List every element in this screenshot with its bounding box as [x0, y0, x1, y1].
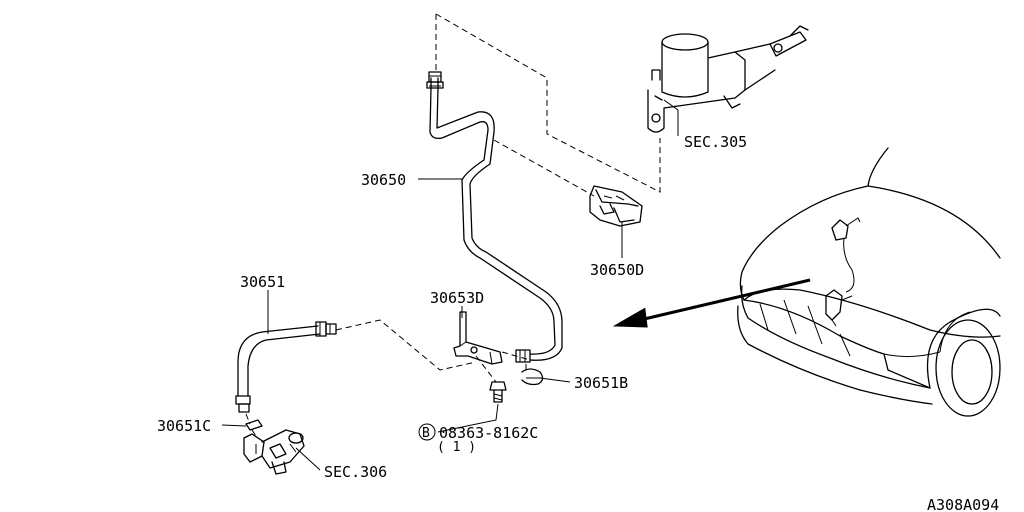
label-30651c: 30651C	[157, 417, 211, 435]
label-30653d: 30653D	[430, 289, 484, 307]
label-30650d: 30650D	[590, 261, 644, 279]
label-30651b: 30651B	[574, 374, 628, 392]
clip-30651c	[245, 419, 263, 431]
label-bolt-part-number: 08363-8162C	[439, 424, 538, 442]
clutch-pipe-30650	[426, 71, 563, 363]
bolt-08363-8162c	[489, 381, 507, 403]
label-sec-306: SEC.306	[324, 463, 387, 481]
clutch-operating-cylinder	[243, 429, 305, 475]
location-arrow	[612, 278, 811, 328]
label-sec-305: SEC.305	[684, 133, 747, 151]
clutch-master-cylinder	[647, 25, 809, 133]
bolt-callout: B 08363-8162C ( 1 )	[418, 423, 538, 455]
bolt-marker-letter: B	[422, 426, 430, 441]
label-30650: 30650	[361, 171, 406, 189]
clutch-hose-30651	[235, 321, 337, 413]
label-30651: 30651	[240, 273, 285, 291]
bracket-30653d	[453, 311, 503, 365]
label-bolt-quantity: ( 1 )	[437, 440, 476, 455]
routing-dashed-lines	[245, 13, 661, 437]
leader-lines	[221, 99, 679, 471]
pipe-bracket-30650d	[589, 185, 643, 227]
figure-code: A308A094	[927, 496, 999, 512]
vehicle-location-sketch	[737, 147, 1001, 417]
clip-30651b	[521, 368, 544, 386]
